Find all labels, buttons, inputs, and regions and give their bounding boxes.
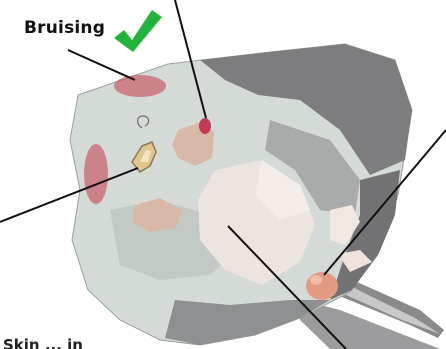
- nodule-highlight: [310, 275, 322, 285]
- bruise-left: [84, 144, 108, 204]
- bruise-top: [114, 75, 166, 97]
- bruising-label: Bruising: [24, 18, 105, 38]
- wound-upper-red: [199, 118, 211, 134]
- check-mark-icon: [114, 10, 162, 52]
- bottom-cut-label: Skin ... in: [3, 336, 83, 349]
- nodule: [306, 272, 338, 300]
- leader-bruising: [68, 50, 135, 80]
